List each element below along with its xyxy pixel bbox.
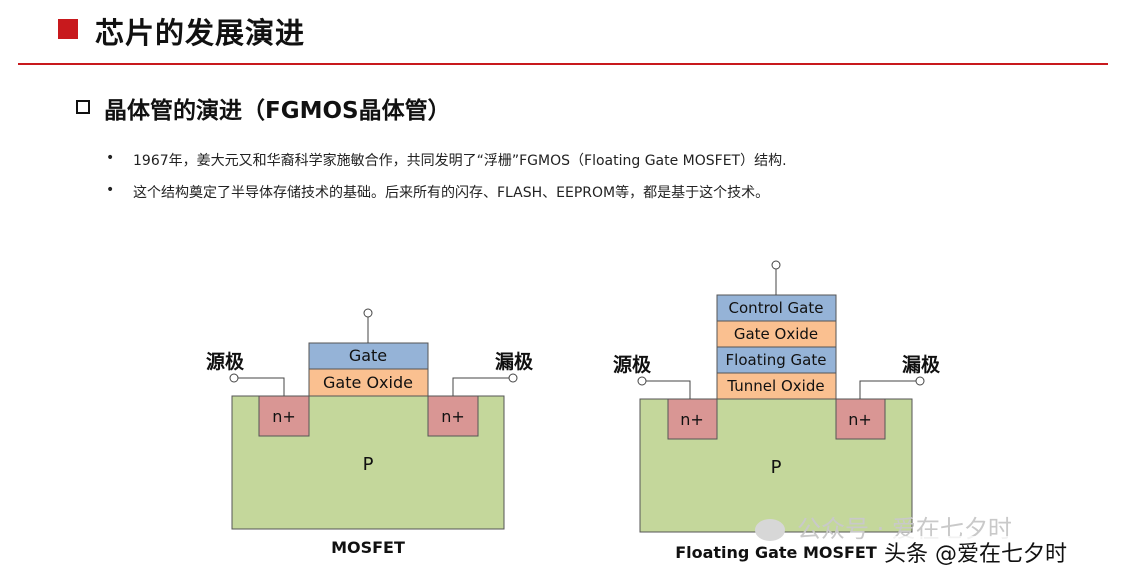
mosfet-n-plus-right	[427, 395, 479, 437]
fgmos-source-label: 源极	[613, 353, 652, 376]
fgmos-caption: Floating Gate MOSFET	[675, 543, 877, 562]
bullet-text: 这个结构奠定了半导体存储技术的基础。后来所有的闪存、FLASH、EEPROM等，…	[133, 185, 770, 201]
wechat-icon	[755, 519, 785, 541]
fgmos-drain-label: 漏极	[902, 353, 941, 376]
mosfet-n-plus-left-label: n+	[272, 407, 296, 426]
fgmos-tunnel-oxide	[716, 372, 837, 400]
mosfet-drain-label: 漏极	[495, 350, 534, 373]
bullet-dot: •	[106, 182, 115, 198]
fgmos-gate-terminal	[771, 260, 781, 270]
mosfet-source-lead	[238, 377, 285, 396]
fgmos-source-terminal	[637, 376, 647, 386]
mosfet-drain-terminal	[508, 373, 518, 383]
bullet-text: 1967年，姜大元又和华裔科学家施敏合作，共同发明了“浮栅”FGMOS（Floa…	[133, 153, 787, 169]
page-title: 芯片的发展演进	[95, 16, 306, 50]
mosfet-gate-oxide-label: Gate Oxide	[323, 373, 413, 392]
fgmos-n-plus-left-label: n+	[680, 410, 704, 429]
mosfet-source-terminal	[229, 373, 239, 383]
fgmos-n-plus-right-label: n+	[848, 410, 872, 429]
fgmos-floating-gate	[716, 346, 837, 374]
title-marker	[58, 19, 78, 39]
mosfet-substrate-label: P	[363, 454, 374, 475]
mosfet-gate-terminal	[363, 308, 373, 318]
mosfet-drain-lead	[452, 377, 509, 396]
section-title: 晶体管的演进（FGMOS晶体管）	[104, 98, 451, 124]
fgmos-gate-oxide-label: Gate Oxide	[734, 325, 818, 343]
mosfet-caption: MOSFET	[331, 538, 405, 557]
section-marker	[76, 100, 90, 114]
fgmos-control-gate	[716, 294, 837, 322]
mosfet-gate	[308, 342, 429, 370]
fgmos-n-plus-right	[835, 398, 886, 440]
fgmos-drain-terminal	[915, 376, 925, 386]
mosfet-source-label: 源极	[206, 350, 245, 373]
fgmos-tunnel-oxide-label: Tunnel Oxide	[726, 377, 824, 395]
title-divider	[18, 63, 1108, 65]
bullet-dot: •	[106, 150, 115, 166]
fgmos-n-plus-left	[667, 398, 718, 440]
mosfet-gate-label: Gate	[349, 346, 387, 365]
fgmos-substrate-label: P	[771, 457, 782, 478]
fgmos-diagram: Control Gate Gate Oxide Floating Gate Tu…	[613, 260, 941, 562]
mosfet-n-plus-right-label: n+	[441, 407, 465, 426]
fgmos-source-lead	[646, 380, 691, 399]
fgmos-drain-lead	[859, 380, 916, 399]
toutiao-watermark: 头条 @爱在七夕时	[880, 536, 1071, 568]
mosfet-diagram: Gate Gate Oxide n+ n+ P 源极 漏极 MOSFET	[206, 308, 534, 557]
fgmos-control-gate-label: Control Gate	[729, 299, 824, 317]
fgmos-floating-gate-label: Floating Gate	[726, 351, 827, 369]
